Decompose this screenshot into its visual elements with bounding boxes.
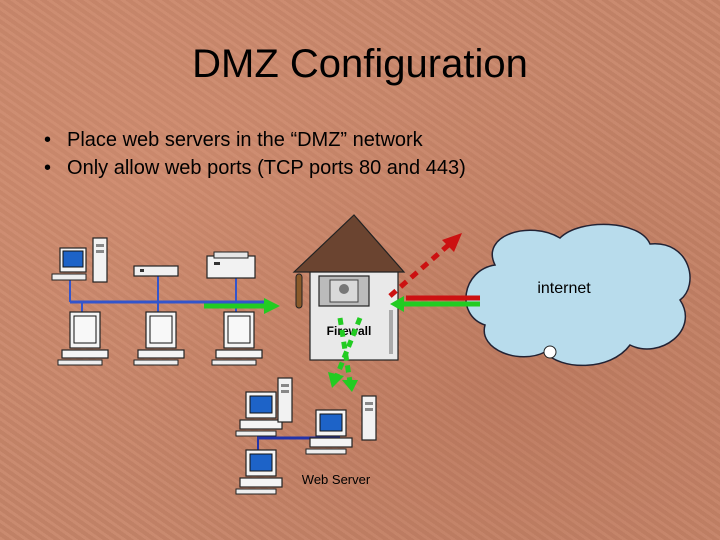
dmz-workstation-2 xyxy=(235,449,283,495)
workstation-1 xyxy=(51,247,87,281)
firewall-label: Firewall xyxy=(327,324,372,338)
tower-1 xyxy=(92,237,108,283)
web-server-workstation xyxy=(305,409,353,455)
hub-device xyxy=(133,265,179,277)
allowed-internal-arrow xyxy=(204,298,280,314)
workstation-3 xyxy=(133,311,185,366)
blocked-outbound-arrow xyxy=(388,233,462,298)
dmz-workstation-1 xyxy=(235,391,283,437)
internet-label: internet xyxy=(537,280,591,297)
workstation-2 xyxy=(57,311,109,366)
printer-device xyxy=(206,251,256,279)
dmz-tower-1 xyxy=(277,377,293,423)
web-server-label: Web Server xyxy=(302,472,371,487)
web-server-tower xyxy=(361,395,377,441)
slide-title: DMZ Configuration xyxy=(192,42,528,86)
firewall-building xyxy=(292,214,406,361)
internet-cloud xyxy=(465,223,691,367)
allowed-dmz-arrows xyxy=(328,317,363,392)
workstation-4 xyxy=(211,311,263,366)
bullet-list: Place web servers in the “DMZ” network O… xyxy=(44,126,466,182)
bullet-item: Place web servers in the “DMZ” network xyxy=(44,126,466,154)
allowed-inbound-arrow xyxy=(390,296,480,312)
bullet-item: Only allow web ports (TCP ports 80 and 4… xyxy=(44,154,466,182)
